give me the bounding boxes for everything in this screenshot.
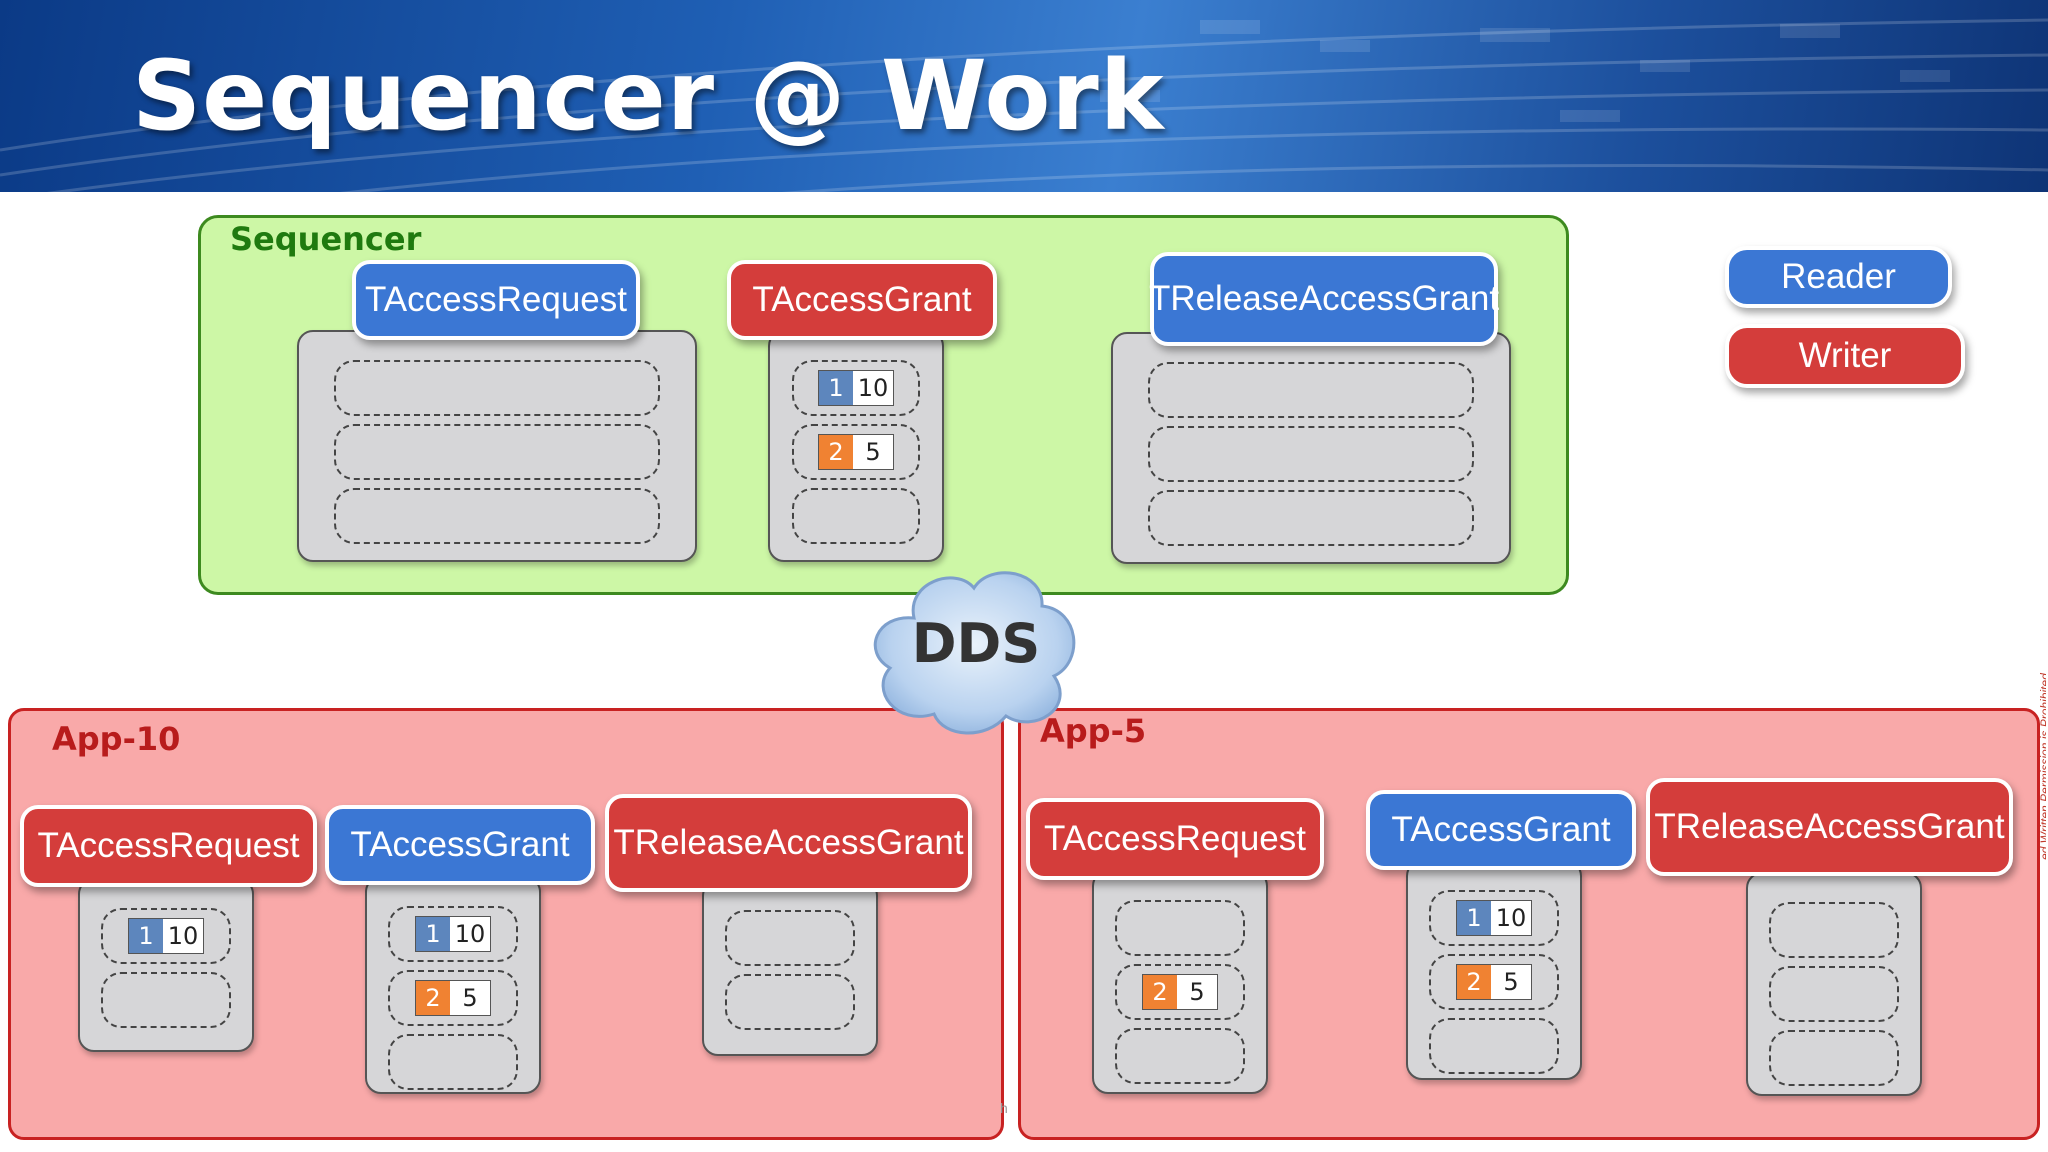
topic-label: TReleaseAccessGrant (613, 823, 964, 862)
topic-label: TReleaseAccessGrant (1654, 807, 2005, 846)
empty-slot (725, 974, 855, 1030)
app-10-taccessgrant-topic[interactable]: TAccessGrant (325, 805, 595, 885)
empty-slot (334, 424, 660, 480)
empty-slot (1769, 902, 1899, 958)
app-5-label: App-5 (1040, 712, 1147, 750)
app-5-treleaseaccessgrant-queue (1746, 872, 1922, 1096)
empty-slot (1115, 900, 1245, 956)
sequencer-treleaseaccessgrant-topic[interactable]: TReleaseAccessGrant (1148, 252, 1500, 346)
topic-label: TAccessRequest (37, 826, 300, 865)
sequencer-taccessrequest-topic[interactable]: TAccessRequest (352, 260, 640, 340)
empty-slot (1115, 1028, 1245, 1084)
sequencer-taccessgrant-topic[interactable]: TAccessGrant (727, 260, 997, 340)
app-5-treleaseaccessgrant-topic[interactable]: TReleaseAccessGrant (1646, 778, 2013, 876)
app-10-treleaseaccessgrant-topic[interactable]: TReleaseAccessGrant (605, 794, 972, 892)
legend-writer-label: Writer (1798, 336, 1892, 375)
empty-slot (1769, 966, 1899, 1022)
copyright-note: ed Written Permission is Prohibited. (2038, 669, 2046, 860)
topic-label: TAccessRequest (365, 280, 627, 319)
cloud-icon (873, 571, 1076, 735)
sequencer-taccessrequest-queue (297, 330, 697, 562)
dds-cloud: DDS (866, 558, 1086, 736)
footer-fragment: h (1000, 1100, 1008, 1116)
empty-slot (1148, 426, 1474, 482)
sequencer-label: Sequencer (230, 220, 422, 258)
legend-reader-label: Reader (1781, 257, 1896, 296)
app-10-treleaseaccessgrant-queue (702, 880, 878, 1056)
topic-label: TAccessGrant (752, 280, 972, 319)
empty-slot (334, 360, 660, 416)
empty-slot (388, 1034, 518, 1090)
slide-title: Sequencer @ Work (132, 40, 1165, 152)
topic-label: TReleaseAccessGrant (1148, 279, 1500, 318)
app-10-taccessrequest-topic[interactable]: TAccessRequest (20, 805, 317, 887)
legend-reader: Reader (1725, 246, 1952, 308)
app-5-taccessgrant-topic[interactable]: TAccessGrant (1366, 790, 1636, 870)
empty-slot (1148, 362, 1474, 418)
empty-slot (792, 488, 920, 544)
topic-label: TAccessGrant (1391, 810, 1611, 849)
app-5-taccessrequest-topic[interactable]: TAccessRequest (1026, 798, 1324, 880)
empty-slot (1148, 490, 1474, 546)
dds-label: DDS (911, 612, 1041, 675)
empty-slot (101, 972, 231, 1028)
empty-slot (1769, 1030, 1899, 1086)
legend-writer: Writer (1725, 324, 1965, 388)
topic-label: TAccessRequest (1044, 819, 1306, 858)
banner-pattern (0, 18, 2048, 192)
header-banner: Sequencer @ Work (0, 0, 2048, 192)
app-10-label: App-10 (52, 720, 181, 758)
topic-label: TAccessGrant (350, 825, 570, 864)
sequencer-treleaseaccessgrant-queue (1111, 332, 1511, 564)
empty-slot (334, 488, 660, 544)
empty-slot (725, 910, 855, 966)
empty-slot (1429, 1018, 1559, 1074)
